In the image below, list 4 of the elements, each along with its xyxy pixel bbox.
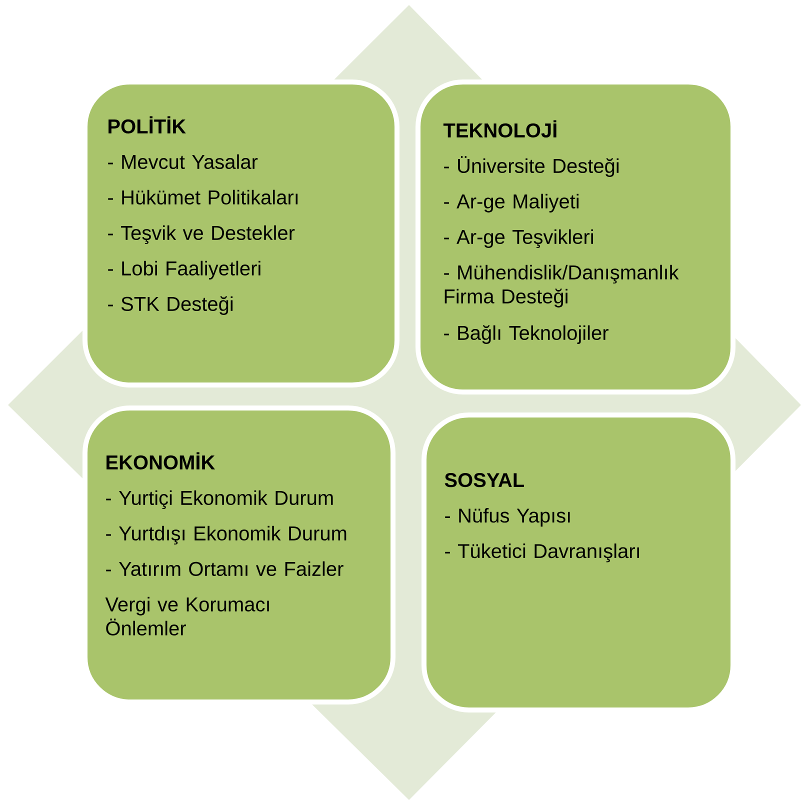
category-box: TEKNOLOJİ - Üniversite Desteği - Ar-ge Maliyeti - Ar-ge Teşvikleri - Mühendislik/Danışmanlık Firma Desteği - Bağlı Teknolojiler	[416, 80, 736, 394]
category-box: EKONOMİK - Yurtiçi Ekonomik Durum - Yurtdışı Ekonomik Durum - Yatırım Ortamı ve Faizler Vergi ve Korumacı Önlemler	[82, 405, 396, 704]
category-box: POLİTİK - Mevcut Yasalar - Hükümet Politikaları - Teşvik ve Destekler - Lobi Faaliyetleri - STK Desteği	[82, 80, 400, 388]
category-box: SOSYAL - Nüfus Yapısı - Tüketici Davranışları	[422, 412, 736, 712]
